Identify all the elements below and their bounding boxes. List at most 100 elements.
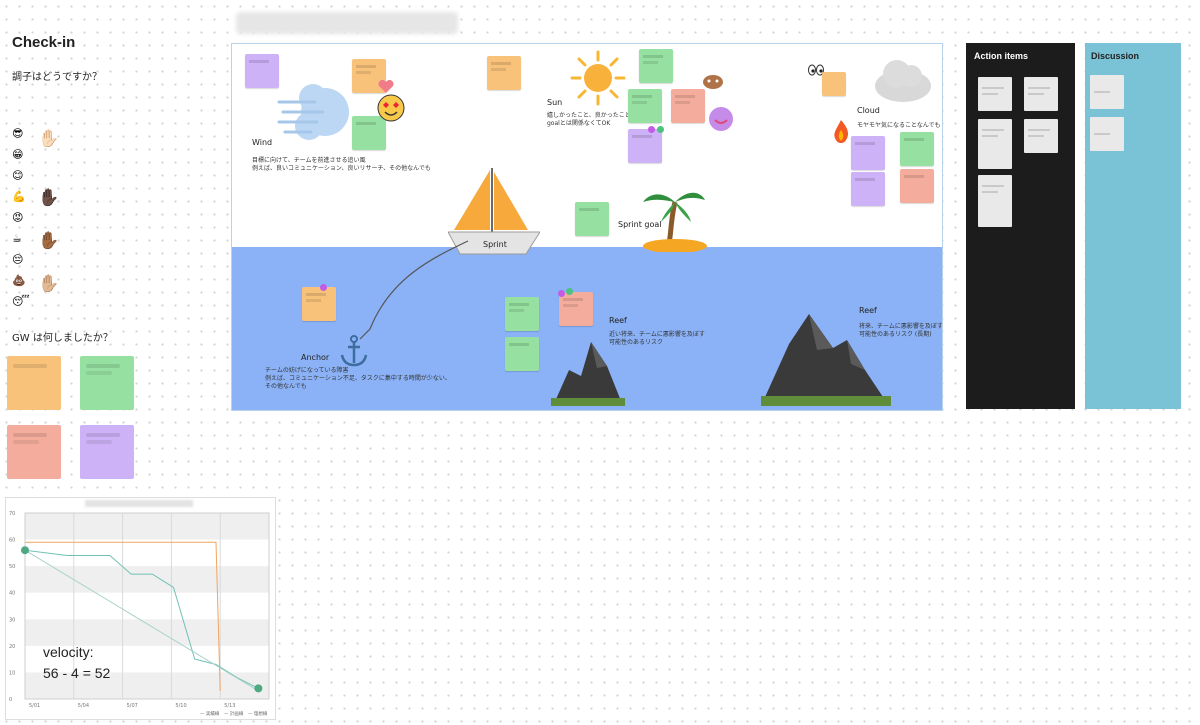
reaction-dot: [320, 284, 327, 291]
hand-brown-icon[interactable]: ✋🏾: [38, 231, 60, 251]
sticky-note[interactable]: [900, 132, 934, 166]
smile-emoji-icon[interactable]: 😊: [12, 169, 24, 182]
angry-emoji-icon[interactable]: 😡: [12, 211, 24, 224]
x-tick-label: 5/13: [224, 703, 235, 709]
cloud-label: Cloud: [857, 106, 880, 115]
sticky-note[interactable]: [505, 337, 539, 371]
action-card[interactable]: [978, 77, 1012, 111]
chart-frame: [24, 512, 270, 700]
sticky-note[interactable]: [900, 169, 934, 203]
chart-title-blurred: [85, 500, 193, 507]
wind-icon: [277, 84, 349, 140]
y-tick-label: 50: [9, 564, 15, 570]
chart-series-line: [24, 549, 259, 692]
y-tick-label: 10: [9, 670, 15, 676]
sticky-note[interactable]: [671, 89, 705, 123]
reef-near-description: 近い将来、チームに悪影響を及ぼす 可能性のあるリスク: [609, 331, 705, 346]
x-tick-label: 5/07: [127, 703, 138, 709]
action-card[interactable]: [978, 119, 1012, 169]
sticky-note[interactable]: [822, 72, 846, 96]
checkin-question-gw: GW は何しましたか？: [12, 333, 113, 344]
sun-icon: [570, 50, 626, 106]
coffee-emoji-icon[interactable]: ☕: [12, 232, 22, 245]
sunglasses-emoji-icon[interactable]: 😎: [12, 127, 24, 140]
hand-dark-icon[interactable]: ✋🏿: [38, 188, 60, 208]
discussion-card[interactable]: [1090, 117, 1124, 151]
checkin-title: Check-in: [12, 34, 76, 51]
heart-eyes-emoji-icon: [377, 94, 405, 122]
board-title-blurred: [236, 12, 458, 34]
action-card[interactable]: [1024, 77, 1058, 111]
sticky-note[interactable]: [80, 425, 134, 479]
reef-near-label: Reef: [609, 316, 627, 325]
chart-band: [25, 672, 269, 699]
sticky-note[interactable]: [245, 54, 279, 88]
wind-label: Wind: [252, 138, 273, 147]
anchor-label: Anchor: [301, 353, 330, 362]
poop-emoji-icon[interactable]: 💩: [12, 274, 26, 287]
reaction-dot: [648, 126, 655, 133]
heart-icon: [378, 80, 394, 93]
sticky-note[interactable]: [7, 356, 61, 410]
hand-light-icon[interactable]: ✋🏻: [38, 129, 60, 149]
wind-description: 目標に向けて、チームを前進させる追い風 例えば、良いコミュニケーション、良いリサ…: [252, 157, 431, 172]
y-tick-label: 20: [9, 644, 15, 650]
velocity-label: velocity:: [43, 644, 94, 660]
sticky-note[interactable]: [80, 356, 134, 410]
sticky-note[interactable]: [352, 59, 386, 93]
legend-entry: — 計画線: [224, 710, 244, 717]
velocity-formula: 56 - 4 = 52: [43, 665, 111, 681]
sticky-note[interactable]: [628, 129, 662, 163]
sticky-note[interactable]: [628, 89, 662, 123]
discussion-title: Discussion: [1091, 51, 1140, 61]
reaction-dot: [566, 288, 573, 295]
sleep-emoji-icon[interactable]: 😴: [12, 295, 30, 308]
sailboat-retro-board[interactable]: Wind 目標に向けて、チームを前進させる追い風 例えば、良いコミュニケーション…: [231, 43, 943, 411]
cloud-description: モヤモヤ気になることなんでも: [857, 122, 941, 129]
discussion-card[interactable]: [1090, 75, 1124, 109]
velocity-text: velocity: 56 - 4 = 52: [43, 642, 110, 684]
palm-island-icon: [643, 192, 707, 252]
chart-band: [25, 566, 269, 593]
chart-series-line: [24, 549, 259, 689]
sticky-note[interactable]: [559, 292, 593, 326]
legend-entry: — 実績線: [200, 710, 220, 717]
sticky-note[interactable]: [851, 172, 885, 206]
sprint-goal-label: Sprint goal: [618, 220, 662, 229]
sailboat-icon: [448, 168, 540, 255]
y-tick-label: 70: [9, 511, 15, 517]
reef-far-description: 将来、チームに悪影響を及ぼす 可能性のあるリスク (長期): [859, 323, 943, 338]
x-tick-label: 5/04: [78, 703, 89, 709]
grin-emoji-icon[interactable]: 😁: [12, 148, 24, 161]
fire-emoji-icon: [834, 120, 849, 143]
anchor-description: チームの妨げになっている障害 例えば、コミュニケーション不足、タスクに集中する時…: [265, 367, 451, 390]
eyes-emoji-icon: [808, 64, 824, 76]
y-tick-label: 40: [9, 591, 15, 597]
sticky-note[interactable]: [575, 202, 609, 236]
y-tick-label: 60: [9, 538, 15, 544]
reef-mountain-icon: [761, 314, 891, 406]
sticky-note[interactable]: [302, 287, 336, 321]
pensive-emoji-icon[interactable]: 😔: [12, 253, 24, 266]
reef-rock-icon: [551, 342, 625, 406]
legend-entry: — 理想線: [248, 710, 268, 717]
cloud-icon: [875, 60, 931, 102]
sticky-note[interactable]: [487, 56, 521, 90]
action-card[interactable]: [978, 175, 1012, 227]
sticky-note[interactable]: [505, 297, 539, 331]
action-card[interactable]: [1024, 119, 1058, 153]
heart-character-icon: [709, 107, 733, 131]
sticky-note[interactable]: [7, 425, 61, 479]
y-tick-label: 0: [9, 697, 12, 703]
chart-start-marker: [21, 546, 29, 555]
chart-series-line: [25, 541, 221, 692]
muscle-emoji-icon[interactable]: 💪: [12, 190, 26, 203]
sticky-note[interactable]: [352, 116, 386, 150]
hand-medium-icon[interactable]: ✋🏼: [38, 274, 60, 294]
sticky-note[interactable]: [639, 49, 673, 83]
sticky-note[interactable]: [851, 136, 885, 170]
reaction-dot: [558, 290, 565, 297]
sun-label: Sun: [547, 98, 563, 107]
sailboat-label: Sprint: [483, 240, 507, 249]
